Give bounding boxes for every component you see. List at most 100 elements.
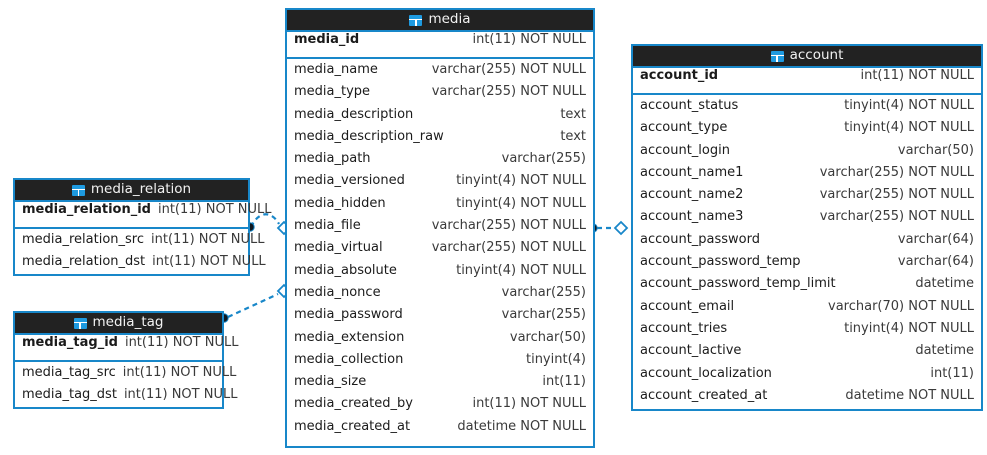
field-name: media_id (294, 32, 360, 47)
entity-header-account[interactable]: account (633, 46, 981, 68)
field-name: media_hidden (294, 195, 386, 211)
field-name: media_extension (294, 329, 405, 345)
field-name: media_virtual (294, 240, 383, 256)
table-icon (770, 50, 784, 62)
field-name: media_password (294, 307, 403, 323)
field-name: account_password (640, 231, 761, 247)
primary-key-row: media_relation_id int(11) NOT NULL (15, 202, 272, 227)
field-row: account_name3 varchar(255) NOT NULL (633, 209, 981, 231)
entity-title: media (428, 11, 471, 28)
relationship-endpoint-hollow-diamond (613, 220, 629, 236)
field-type: varchar(64) (897, 254, 974, 270)
entity-title: media_tag (92, 314, 164, 331)
field-type: varchar(255) NOT NULL (431, 84, 586, 100)
entity-header-media[interactable]: media (287, 10, 593, 32)
field-row: media_relation_src int(11) NOT NULL (15, 232, 265, 254)
primary-key-section: account_id int(11) NOT NULL (633, 68, 981, 95)
field-type: tinyint(4) NOT NULL (844, 98, 974, 113)
field-name: media_tag_id (22, 335, 118, 350)
field-type: int(11) NOT NULL (860, 68, 974, 83)
field-type: int(11) (542, 374, 586, 390)
field-type: varchar(255) NOT NULL (819, 209, 974, 225)
field-type: int(11) NOT NULL (151, 232, 265, 247)
field-name: media_versioned (294, 173, 405, 189)
entity-header-media_relation[interactable]: media_relation (15, 180, 248, 202)
field-name: media_relation_dst (22, 254, 146, 270)
entity-title: account (789, 47, 844, 64)
field-name: account_created_at (640, 387, 768, 403)
field-name: media_tag_dst (22, 387, 117, 403)
field-row: account_tries tinyint(4) NOT NULL (633, 321, 981, 343)
field-type: varchar(255) NOT NULL (819, 187, 974, 203)
field-name: account_password_temp (640, 254, 801, 270)
relationship-line (227, 293, 279, 318)
field-type: varchar(50) (509, 329, 586, 345)
field-row: account_login varchar(50) (633, 143, 981, 165)
field-name: account_lactive (640, 343, 742, 359)
field-type: datetime (915, 343, 974, 359)
field-type: tinyint(4) NOT NULL (844, 120, 974, 136)
relationship-media_tag-to-media[interactable] (219, 283, 292, 323)
field-name: media_relation_src (22, 232, 145, 247)
table-icon (73, 317, 87, 329)
field-name: account_email (640, 298, 735, 314)
field-name: media_description (294, 106, 414, 122)
field-name: media_file (294, 218, 361, 234)
field-name: account_id (640, 68, 719, 83)
field-type: tinyint(4) NOT NULL (456, 262, 586, 278)
field-type: varchar(50) (897, 142, 974, 158)
field-row: media_file varchar(255) NOT NULL (287, 218, 593, 240)
table-icon (71, 184, 85, 196)
field-type: varchar(255) NOT NULL (431, 218, 586, 234)
field-name: account_tries (640, 320, 728, 336)
entity-header-media_tag[interactable]: media_tag (15, 313, 222, 335)
field-name: media_size (294, 374, 367, 390)
field-name: account_password_temp_limit (640, 276, 836, 292)
field-name: media_created_at (294, 418, 411, 434)
field-type: int(11) NOT NULL (157, 202, 272, 217)
field-type: datetime (915, 276, 974, 292)
field-name: account_login (640, 142, 730, 158)
field-type: text (560, 128, 586, 144)
field-name: media_tag_src (22, 365, 116, 380)
field-row: account_password_temp_limit datetime (633, 276, 981, 298)
field-name: account_name2 (640, 187, 744, 203)
field-name: account_status (640, 98, 739, 113)
field-name: media_relation_id (22, 202, 151, 217)
field-type: tinyint(4) NOT NULL (456, 173, 586, 189)
field-type: int(11) NOT NULL (472, 396, 586, 412)
field-name: account_name3 (640, 209, 744, 225)
field-type: int(11) (930, 365, 974, 381)
field-type: tinyint(4) NOT NULL (844, 320, 974, 336)
primary-key-row: account_id int(11) NOT NULL (633, 68, 981, 93)
field-row: account_status tinyint(4) NOT NULL (633, 98, 981, 120)
primary-key-section: media_relation_id int(11) NOT NULL (15, 202, 272, 229)
field-type: varchar(255) (501, 284, 586, 300)
field-row: media_size int(11) (287, 374, 593, 396)
field-type: int(11) NOT NULL (123, 387, 238, 403)
field-type: int(11) NOT NULL (152, 254, 266, 270)
field-type: varchar(255) NOT NULL (819, 164, 974, 180)
field-type: varchar(255) NOT NULL (431, 240, 586, 256)
